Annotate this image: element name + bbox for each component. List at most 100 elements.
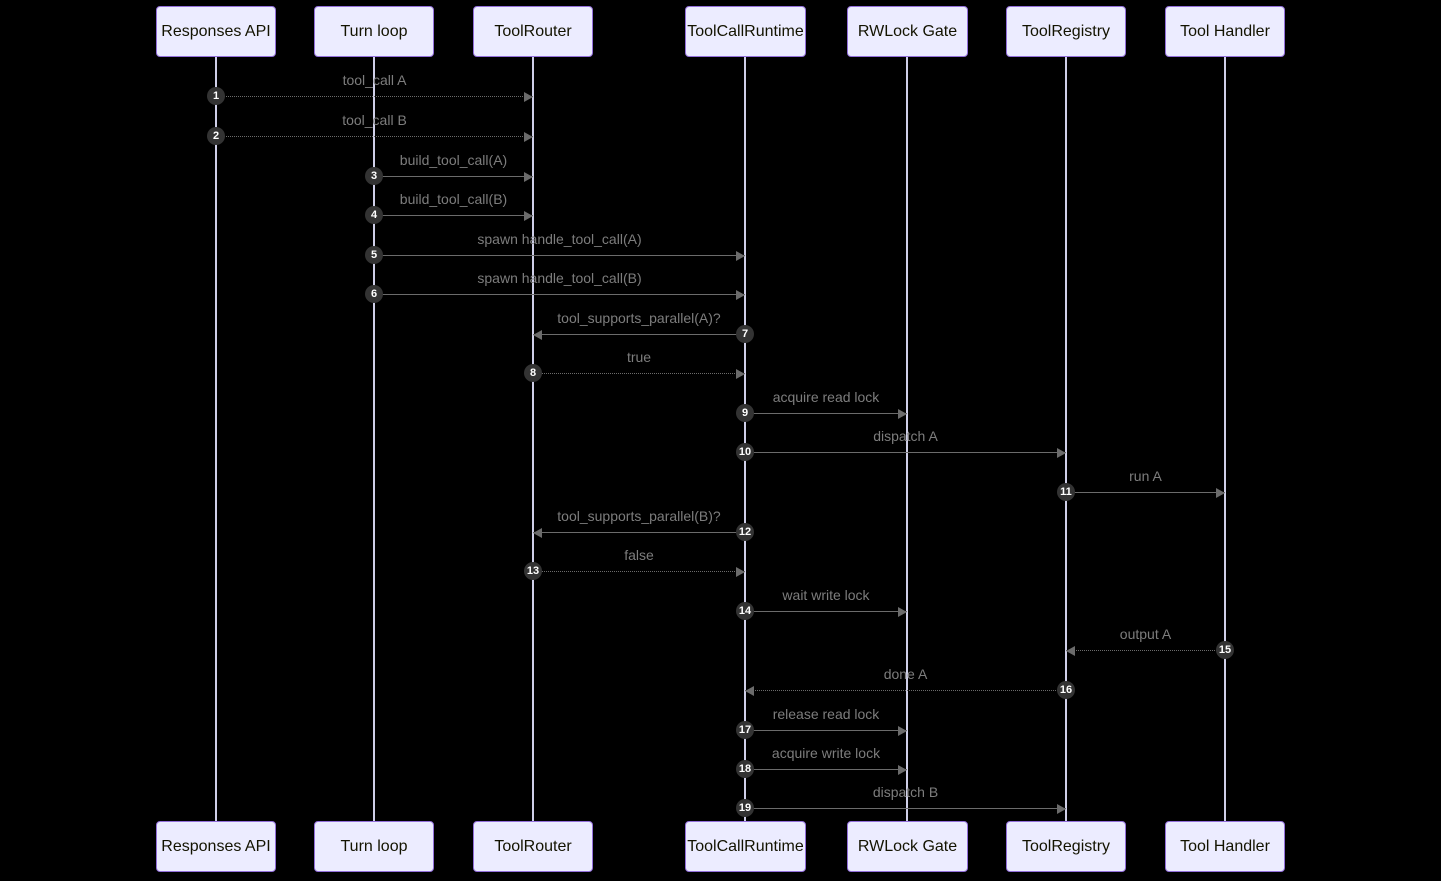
sequence-number-badge-2: 2: [207, 127, 225, 145]
sequence-number-badge-1: 1: [207, 87, 225, 105]
message-line-16: [745, 690, 1066, 691]
message-line-15: [1066, 650, 1225, 651]
message-label-19: dispatch B: [872, 784, 939, 800]
lifeline-tool_call_runtime: [744, 57, 746, 821]
message-arrowhead-19: [1057, 804, 1066, 814]
message-arrowhead-17: [898, 726, 907, 736]
actor-box-bottom-tool_handler[interactable]: Tool Handler: [1165, 821, 1285, 872]
actor-label: ToolRouter: [494, 22, 572, 40]
actor-label: ToolRegistry: [1021, 837, 1111, 855]
message-arrowhead-15: [1066, 646, 1075, 656]
actor-label: Tool Handler: [1180, 837, 1270, 855]
actor-box-top-tool_registry[interactable]: ToolRegistry: [1006, 6, 1126, 57]
sequence-number-badge-18: 18: [736, 760, 754, 778]
message-label-15: output A: [1119, 626, 1172, 642]
message-arrowhead-4: [524, 211, 533, 221]
sequence-number-badge-13: 13: [524, 562, 542, 580]
message-label-11: run A: [1129, 468, 1162, 484]
actor-box-bottom-turn_loop[interactable]: Turn loop: [314, 821, 434, 872]
actor-box-top-turn_loop[interactable]: Turn loop: [314, 6, 434, 57]
message-arrowhead-12: [533, 528, 542, 538]
actor-box-top-tool_router[interactable]: ToolRouter: [473, 6, 593, 57]
actor-box-bottom-responses_api[interactable]: Responses API: [156, 821, 276, 872]
actor-label: ToolRegistry: [1021, 22, 1111, 40]
lifeline-tool_handler: [1224, 57, 1226, 821]
sequence-number-badge-7: 7: [736, 325, 754, 343]
message-arrowhead-9: [898, 409, 907, 419]
message-line-9: [745, 413, 907, 414]
message-line-17: [745, 730, 907, 731]
message-label-4: build_tool_call(B): [399, 191, 508, 207]
message-arrowhead-2: [524, 132, 533, 142]
message-label-14: wait write lock: [782, 587, 870, 603]
sequence-number-badge-15: 15: [1216, 641, 1234, 659]
message-line-5: [374, 255, 745, 256]
sequence-number-badge-10: 10: [736, 443, 754, 461]
message-line-7: [533, 334, 745, 335]
actor-box-bottom-rwlock_gate[interactable]: RWLock Gate: [847, 821, 968, 872]
sequence-number-badge-5: 5: [365, 246, 383, 264]
message-label-3: build_tool_call(A): [399, 152, 508, 168]
sequence-number-badge-3: 3: [365, 167, 383, 185]
message-arrowhead-11: [1216, 488, 1225, 498]
actor-label: ToolCallRuntime: [687, 22, 804, 40]
message-label-9: acquire read lock: [772, 389, 880, 405]
actor-label: Tool Handler: [1180, 22, 1270, 40]
lifeline-turn_loop: [373, 57, 375, 821]
actor-box-bottom-tool_call_runtime[interactable]: ToolCallRuntime: [685, 821, 806, 872]
actor-label: ToolCallRuntime: [687, 837, 804, 855]
actor-box-top-tool_call_runtime[interactable]: ToolCallRuntime: [685, 6, 806, 57]
message-line-6: [374, 294, 745, 295]
message-line-12: [533, 532, 745, 533]
message-line-10: [745, 452, 1066, 453]
actor-box-bottom-tool_registry[interactable]: ToolRegistry: [1006, 821, 1126, 872]
actor-label: ToolRouter: [494, 837, 572, 855]
message-label-10: dispatch A: [873, 428, 938, 444]
sequence-number-badge-6: 6: [365, 285, 383, 303]
lifeline-tool_registry: [1065, 57, 1067, 821]
message-arrowhead-14: [898, 607, 907, 617]
message-line-14: [745, 611, 907, 612]
message-arrowhead-10: [1057, 448, 1066, 458]
message-label-12: tool_supports_parallel(B)?: [557, 508, 721, 524]
message-arrowhead-3: [524, 172, 533, 182]
actor-label: Turn loop: [340, 837, 408, 855]
actor-label: RWLock Gate: [857, 22, 958, 40]
message-arrowhead-18: [898, 765, 907, 775]
message-arrowhead-8: [736, 369, 745, 379]
message-label-7: tool_supports_parallel(A)?: [557, 310, 721, 326]
message-label-17: release read lock: [772, 706, 880, 722]
lifeline-responses_api: [215, 57, 217, 821]
sequence-number-badge-16: 16: [1057, 681, 1075, 699]
message-label-1: tool_call A: [342, 72, 407, 88]
message-arrowhead-5: [736, 251, 745, 261]
message-label-5: spawn handle_tool_call(A): [477, 231, 642, 247]
actor-box-top-tool_handler[interactable]: Tool Handler: [1165, 6, 1285, 57]
message-label-16: done A: [883, 666, 928, 682]
message-line-11: [1066, 492, 1225, 493]
sequence-number-badge-11: 11: [1057, 483, 1075, 501]
message-line-13: [533, 571, 745, 572]
message-line-19: [745, 808, 1066, 809]
actor-box-top-rwlock_gate[interactable]: RWLock Gate: [847, 6, 968, 57]
message-label-8: true: [626, 349, 652, 365]
actor-label: Turn loop: [340, 22, 408, 40]
sequence-number-badge-14: 14: [736, 602, 754, 620]
actor-box-bottom-tool_router[interactable]: ToolRouter: [473, 821, 593, 872]
message-arrowhead-1: [524, 92, 533, 102]
sequence-number-badge-12: 12: [736, 523, 754, 541]
actor-label: Responses API: [161, 837, 271, 855]
message-arrowhead-7: [533, 330, 542, 340]
message-arrowhead-13: [736, 567, 745, 577]
sequence-number-badge-19: 19: [736, 799, 754, 817]
actor-box-top-responses_api[interactable]: Responses API: [156, 6, 276, 57]
lifeline-rwlock_gate: [906, 57, 908, 821]
message-line-2: [216, 136, 533, 137]
message-line-4: [374, 215, 533, 216]
message-line-18: [745, 769, 907, 770]
lifeline-tool_router: [532, 57, 534, 821]
sequence-number-badge-17: 17: [736, 721, 754, 739]
sequence-number-badge-9: 9: [736, 404, 754, 422]
sequence-number-badge-8: 8: [524, 364, 542, 382]
